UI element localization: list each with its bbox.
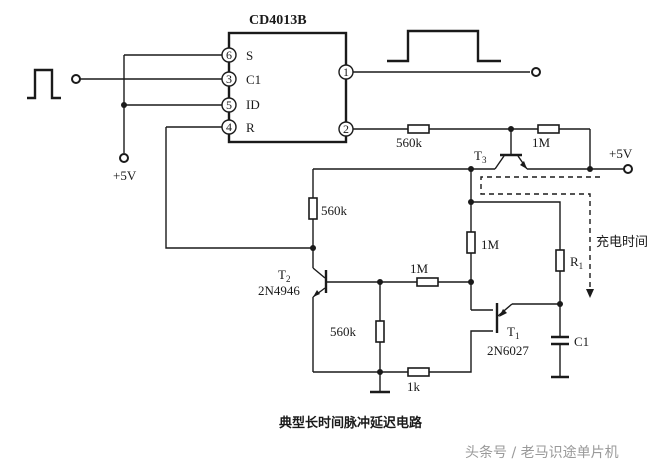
pin-label-c1: C1: [246, 72, 261, 87]
resistor-r1: [555, 249, 565, 272]
terminal-output[interactable]: [531, 67, 541, 77]
svg-text:4: 4: [226, 120, 232, 134]
supply-label-left: +5V: [113, 168, 137, 183]
output-pulse-waveform: [387, 29, 501, 63]
diagram-caption: 典型长时间脉冲延迟电路: [279, 415, 423, 431]
pin-1: 1: [338, 64, 354, 80]
transistor-part-t1: 2N6027: [487, 343, 529, 358]
pin-3: 3: [221, 71, 237, 87]
svg-text:5: 5: [226, 98, 232, 112]
resistor-1m-t2-base: [416, 277, 439, 287]
resistor-label-1m-t2-base: 1M: [410, 261, 429, 276]
charge-arrow-icon: [586, 289, 594, 298]
junction-dot: [468, 279, 474, 285]
svg-text:3: 3: [226, 72, 232, 86]
pin-5: 5: [221, 97, 237, 113]
pin-6: 6: [221, 47, 237, 63]
svg-text:6: 6: [226, 48, 232, 62]
resistor-1k: [407, 367, 430, 377]
resistor-560k-t2-pulldown: [375, 320, 385, 343]
transistor-t2: [312, 267, 380, 298]
transistor-label-t3: T3: [474, 148, 487, 165]
resistor-label-560k-pin2: 560k: [396, 135, 423, 150]
resistor-560k-pin2: [407, 124, 430, 134]
resistor-label-1k: 1k: [407, 379, 421, 394]
terminal-5v-right[interactable]: [623, 164, 633, 174]
transistor-label-t2: T2: [278, 267, 290, 284]
wire-r1-top: [471, 201, 561, 250]
supply-label-right: +5V: [609, 146, 633, 161]
input-pulse-waveform: [27, 68, 61, 100]
capacitor-label: C1: [574, 334, 589, 349]
chip-body: [227, 31, 348, 144]
wire-reset: [165, 127, 313, 249]
resistor-label-1m-t1: 1M: [481, 237, 500, 252]
pin-label-s: S: [246, 48, 253, 63]
transistor-part-t2: 2N4946: [258, 283, 300, 298]
resistor-label-r1: R1: [570, 254, 583, 271]
transistor-t3: [494, 129, 528, 170]
junction-dot: [310, 245, 316, 251]
pin-label-id: ID: [246, 97, 260, 112]
resistor-1m-t1: [466, 231, 476, 254]
junction-dot: [587, 166, 593, 172]
resistor-label-560k-t2-pulldown: 560k: [330, 324, 357, 339]
transistor-t1: [495, 303, 560, 333]
watermark: 头条号 / 老马识途单片机: [465, 444, 619, 461]
junction-dot: [557, 301, 563, 307]
pin-2: 2: [338, 121, 354, 137]
resistor-label-1m-t3: 1M: [532, 135, 551, 150]
wire-1k-to-t1: [429, 330, 493, 373]
resistor-1m-t3: [537, 124, 560, 134]
terminal-input[interactable]: [71, 74, 81, 84]
pin-label-r: R: [246, 120, 255, 135]
charge-time-label: 充电时间: [596, 234, 648, 250]
svg-text:2: 2: [343, 122, 349, 136]
terminal-5v-left[interactable]: [119, 153, 129, 163]
charge-path-dashed: [480, 176, 600, 290]
pin-4: 4: [221, 119, 237, 135]
transistor-label-t1: T1: [507, 324, 519, 341]
junction-dot: [121, 102, 127, 108]
resistor-label-560k-t2-collector: 560k: [321, 203, 348, 218]
resistor-560k-t2-collector: [308, 197, 318, 220]
svg-text:1: 1: [343, 65, 349, 79]
junction-dot: [377, 369, 383, 375]
chip-name: CD4013B: [249, 13, 307, 28]
